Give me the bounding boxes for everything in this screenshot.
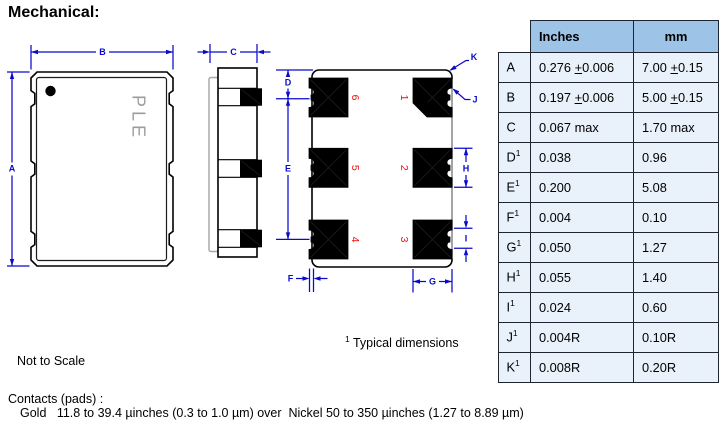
- arrow: [257, 49, 264, 55]
- svg-text:4: 4: [349, 237, 361, 243]
- side-view: C: [197, 44, 271, 258]
- dim-label-C: C: [230, 47, 237, 57]
- contacts-detail: Gold 11.8 to 39.4 µinches (0.3 to 1.0 µm…: [20, 406, 524, 420]
- arrow: [9, 72, 15, 79]
- svg-text:1: 1: [398, 95, 410, 101]
- arrow: [285, 232, 291, 240]
- dim-label-G: G: [429, 276, 436, 286]
- dim-J: J: [452, 88, 478, 104]
- top-view: PLE A B: [7, 45, 174, 267]
- dim-B: [30, 45, 174, 70]
- dim-K: K: [449, 52, 478, 71]
- package-inner-outline: [35, 76, 168, 262]
- dim-label-B: B: [99, 47, 106, 57]
- dim-F: [296, 268, 328, 292]
- arrow: [302, 276, 310, 281]
- contacts-title: Contacts (pads) :: [8, 392, 104, 406]
- svg-text:6: 6: [349, 95, 361, 101]
- pin1-marker-dot: [45, 85, 56, 97]
- page-title: Mechanical:: [8, 4, 100, 21]
- dim-label-A: A: [9, 163, 16, 173]
- arrow: [463, 221, 469, 229]
- dim-label-F: F: [288, 273, 294, 283]
- note-not-to-scale: Not to Scale: [17, 354, 86, 368]
- arrow: [285, 98, 291, 106]
- arrow: [313, 276, 321, 281]
- bottom-view: 6 5 4 1 2 3 D E: [276, 52, 478, 293]
- col-header-mm: mm: [633, 20, 719, 53]
- arrow: [445, 279, 452, 284]
- pad-hatch: [310, 79, 451, 258]
- arrow: [285, 70, 291, 77]
- dim-label-I: I: [465, 233, 468, 243]
- arrow: [31, 49, 38, 55]
- note-typical-dimensions: 1 Typical dimensions: [345, 334, 459, 351]
- svg-text:3: 3: [398, 237, 410, 243]
- pad-numbers: 6 5 4 1 2 3: [349, 95, 410, 243]
- arrow: [9, 259, 15, 266]
- svg-text:2: 2: [398, 165, 410, 171]
- arrow: [452, 88, 460, 95]
- dim-C: [197, 44, 271, 63]
- dim-label-H: H: [463, 163, 470, 173]
- dim-I: [454, 215, 473, 262]
- arrow: [463, 148, 469, 156]
- dim-label-K: K: [471, 52, 478, 62]
- brand-text: PLE: [129, 95, 149, 141]
- pads: [308, 77, 453, 260]
- arrow: [203, 49, 210, 55]
- arrow: [463, 180, 469, 188]
- dim-label-E: E: [285, 163, 291, 173]
- arrow: [463, 248, 469, 256]
- side-pads: [240, 88, 262, 248]
- dim-label-D: D: [285, 77, 292, 87]
- arrow: [413, 279, 420, 284]
- arrow: [166, 49, 173, 55]
- arrow: [285, 91, 291, 99]
- package-outline: [30, 71, 174, 267]
- arrow: [449, 65, 457, 71]
- table-corner-cell: [498, 20, 531, 52]
- side-lid: [208, 76, 220, 253]
- dim-label-J: J: [472, 94, 477, 104]
- col-header-inches: Inches: [530, 20, 634, 53]
- svg-text:5: 5: [349, 165, 361, 171]
- dim-D-E: [276, 69, 313, 241]
- dim-A: [7, 71, 30, 267]
